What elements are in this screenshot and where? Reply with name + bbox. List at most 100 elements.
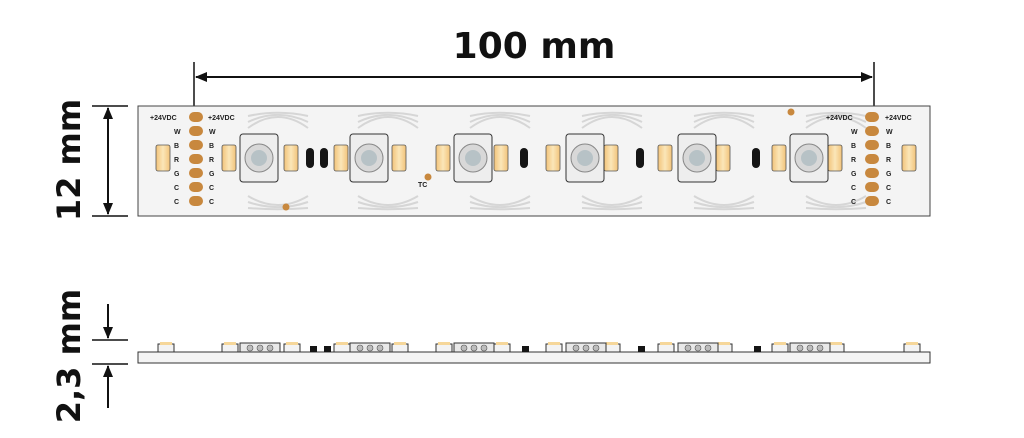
voltage-label-left-inner: +24VDC (208, 115, 235, 122)
pin-label-w-right: W (851, 129, 858, 136)
pin-label-w-right-inner: W (886, 129, 893, 136)
length-dimension: 100 mm (193, 26, 875, 216)
solder-pad (865, 182, 879, 192)
solder-pad (865, 112, 879, 122)
side-resistor (324, 346, 331, 352)
solder-dot (424, 173, 432, 181)
rgb-led-chip (465, 150, 481, 166)
warm-white-led (771, 144, 787, 172)
pin-label-c1-right-inner: C (886, 185, 891, 192)
warm-white-led (901, 144, 917, 172)
rgb-led-chip (577, 150, 593, 166)
trace-top (247, 111, 309, 117)
pin-label-c2: C (174, 199, 179, 206)
trace-top (469, 113, 531, 123)
pin-label-g-right-inner: G (886, 171, 892, 178)
pin-label-r: R (174, 157, 179, 164)
warm-white-led (493, 144, 509, 172)
warm-white-led (545, 144, 561, 172)
pin-label-c2-right-inner: C (886, 199, 891, 206)
side-rgb-led-dot (694, 344, 702, 352)
trace-bottom (693, 207, 755, 211)
solder-dot (787, 108, 795, 116)
pin-label-r-right-inner: R (886, 157, 891, 164)
trace-top (581, 111, 643, 117)
voltage-label-right-inner: +24VDC (885, 115, 912, 122)
side-rgb-led-dot (356, 344, 364, 352)
pin-label-c1: C (174, 185, 179, 192)
solder-pad (189, 182, 203, 192)
solder-pad (865, 168, 879, 178)
side-warm-led (493, 343, 511, 353)
trace-bottom (247, 207, 309, 211)
solder-pad (189, 112, 203, 122)
pin-label-b-right: B (851, 143, 856, 150)
trace-bottom (357, 201, 419, 209)
rgb-led-chip (361, 150, 377, 166)
resistor (306, 148, 314, 168)
pin-label-c1-right: C (851, 185, 856, 192)
side-pcb (137, 351, 931, 364)
solder-pad (189, 126, 203, 136)
side-rgb-led-dot (704, 344, 712, 352)
trace-bottom (357, 207, 419, 211)
side-warm-led (333, 343, 351, 353)
trace-bottom (469, 207, 531, 211)
side-rgb-led-dot (470, 344, 478, 352)
resistor (320, 148, 328, 168)
trace-bottom (581, 195, 643, 206)
pin-label-c2-right: C (851, 199, 856, 206)
side-rgb-led-dot (816, 344, 824, 352)
trace-top (693, 116, 755, 129)
trace-bottom (469, 195, 531, 206)
side-rgb-led-dot (256, 344, 264, 352)
solder-dot (282, 203, 290, 211)
length-label: 100 mm (453, 26, 616, 67)
side-warm-led-top (496, 342, 508, 345)
trace-top (581, 113, 643, 123)
warm-white-led (221, 144, 237, 172)
trace-bottom (693, 201, 755, 209)
side-warm-led-top (718, 342, 730, 345)
side-warm-led-top (660, 342, 672, 345)
side-warm-led (221, 343, 239, 353)
trace-top (357, 116, 419, 129)
height-label: 2,3 mm (50, 289, 88, 424)
trace-bottom (581, 201, 643, 209)
trace-top (805, 111, 867, 117)
pin-label-r-right: R (851, 157, 856, 164)
side-rgb-led-dot (376, 344, 384, 352)
trace-top (805, 113, 867, 123)
trace-top (357, 113, 419, 123)
trace-top (693, 113, 755, 123)
trace-top (247, 113, 309, 123)
side-rgb-led-dot (592, 344, 600, 352)
side-components (157, 342, 921, 353)
warm-white-led (715, 144, 731, 172)
side-warm-led-top (336, 342, 348, 345)
side-rgb-led-dot (266, 344, 274, 352)
solder-pad (189, 154, 203, 164)
warm-white-led (657, 144, 673, 172)
side-warm-led-top (906, 342, 918, 345)
side-warm-led (771, 343, 789, 353)
pin-label-w-inner: W (209, 129, 216, 136)
pin-label-b-right-inner: B (886, 143, 891, 150)
side-resistor (310, 346, 317, 352)
strip-side-view (137, 342, 931, 364)
side-rgb-led-dot (366, 344, 374, 352)
trace-bottom (247, 195, 309, 206)
side-warm-led-top (394, 342, 406, 345)
pin-label-r-inner: R (209, 157, 214, 164)
rgb-led-chip (251, 150, 267, 166)
side-warm-led-top (830, 342, 842, 345)
trace-top (469, 116, 531, 129)
warm-white-led (283, 144, 299, 172)
voltage-label-right-outer: +24VDC (826, 115, 853, 122)
side-rgb-led-dot (582, 344, 590, 352)
trace-bottom (693, 195, 755, 206)
side-warm-led-top (774, 342, 786, 345)
side-rgb-led-dot (460, 344, 468, 352)
trace-bottom (805, 201, 867, 209)
